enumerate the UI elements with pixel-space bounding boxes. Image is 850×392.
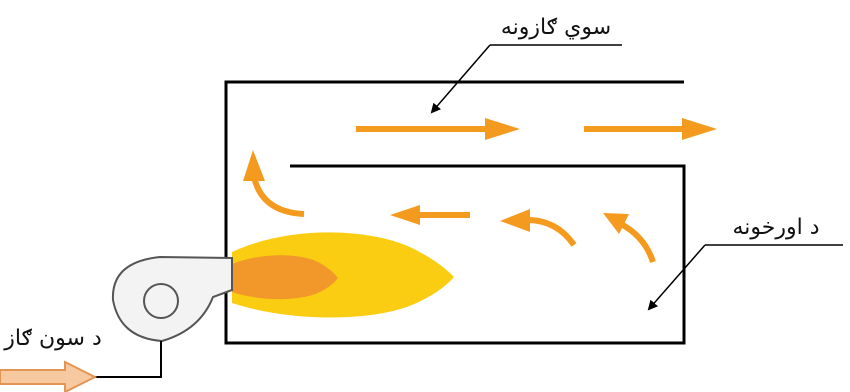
furnace-label-leader [647,244,706,311]
flow-arrow-curve-1 [500,209,577,247]
blower-fan [111,255,233,343]
flame-inner [232,255,338,300]
exhaust-gases-label: سوي ګازونه [501,15,611,40]
blower-hub [143,283,179,319]
furnace-label: د اورخونه [732,215,819,240]
exhaust-label-leader [430,44,491,114]
flow-arrow-curve-2 [603,213,656,263]
flow-arrow-curve-up [243,150,305,217]
gas-supply-pipe [95,341,162,378]
flow-arrow-upper-1 [356,118,520,140]
furnace-outer-wall [224,80,686,345]
gas-inlet-arrow [0,360,98,392]
flow-arrow-lower-straight [390,205,470,225]
gas-inlet-label: د سون ګاز [3,326,102,351]
flow-arrow-upper-2 [584,118,717,140]
